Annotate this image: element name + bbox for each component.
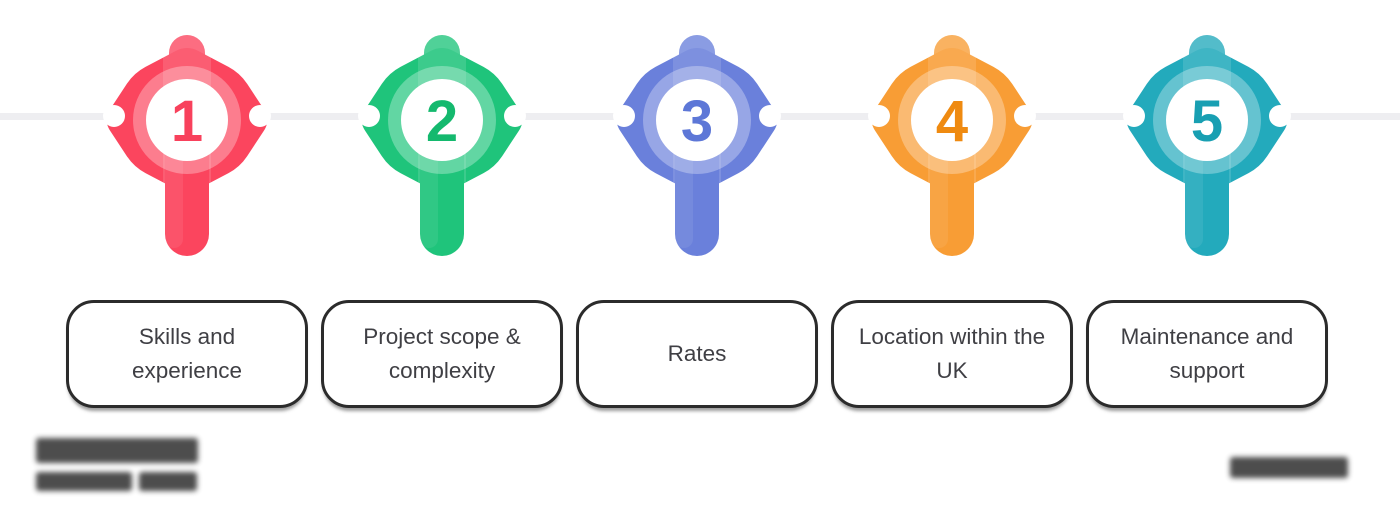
step-marker-3: 3: [612, 14, 782, 259]
watermark-blurred-text: [1230, 457, 1348, 478]
number-circle: [146, 79, 228, 161]
step-marker-1: 1: [102, 14, 272, 259]
step-label-text: Skills and experience: [131, 324, 243, 383]
step-label-text: Maintenance and support: [1120, 324, 1294, 383]
step-label-box-5: Maintenance and support: [1086, 300, 1328, 408]
step-marker-4: 4: [867, 14, 1037, 259]
connector-dot-right: [1269, 105, 1291, 127]
step-label-text: Project scope & complexity: [363, 324, 521, 383]
connector-dot-left: [358, 105, 380, 127]
number-circle: [1166, 79, 1248, 161]
bottom-left-watermark-logo: [36, 438, 198, 491]
step-number-text: 3: [681, 89, 713, 154]
connector-dot-right: [249, 105, 271, 127]
connector-dot-left: [868, 105, 890, 127]
number-circle: [656, 79, 738, 161]
bottom-right-watermark: [1230, 457, 1348, 478]
step-number-text: 2: [426, 89, 458, 154]
connector-dot-left: [613, 105, 635, 127]
connector-dot-left: [103, 105, 125, 127]
connector-dot-right: [504, 105, 526, 127]
step-marker-2: 2: [357, 14, 527, 259]
step-marker-5: 5: [1122, 14, 1292, 259]
number-circle: [401, 79, 483, 161]
step-number-text: 4: [936, 89, 968, 154]
step-label-text: Location within the UK: [858, 324, 1046, 383]
connector-dot-right: [759, 105, 781, 127]
step-label-text: Rates: [667, 341, 727, 367]
step-label-box-2: Project scope & complexity: [321, 300, 563, 408]
step-label-box-4: Location within the UK: [831, 300, 1073, 408]
watermark-blurred-text: [36, 438, 198, 463]
step-number-text: 5: [1191, 89, 1223, 154]
connector-dot-left: [1123, 105, 1145, 127]
step-number-text: 1: [171, 89, 203, 154]
connector-dot-right: [1014, 105, 1036, 127]
step-label-box-3: Rates: [576, 300, 818, 408]
watermark-blurred-text: [36, 472, 198, 491]
number-circle: [911, 79, 993, 161]
step-label-box-1: Skills and experience: [66, 300, 308, 408]
